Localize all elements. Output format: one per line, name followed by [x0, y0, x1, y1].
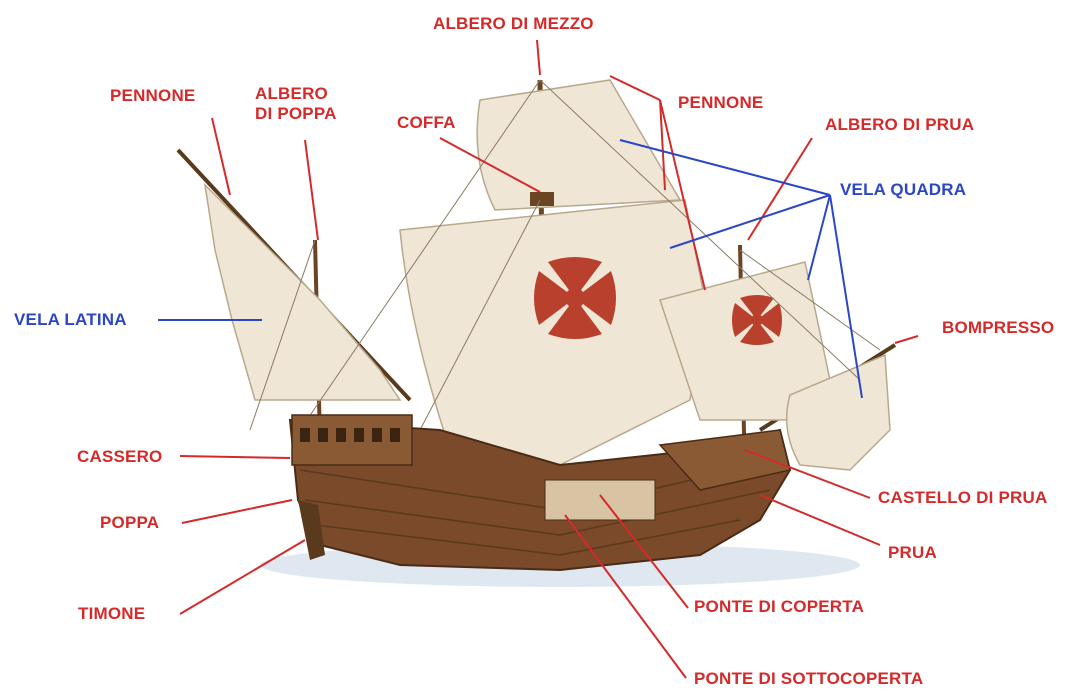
label-pennone-left: PENNONE: [110, 86, 196, 105]
rigging: [249, 79, 881, 431]
rudder: [298, 500, 325, 560]
label-albero-di-poppa-line1: ALBERO: [255, 84, 328, 103]
label-pennone-right: PENNONE: [678, 93, 764, 112]
main-sail-cross: [534, 257, 616, 339]
label-albero-di-poppa-line2: DI POPPA: [255, 104, 337, 123]
lateen-sail: [203, 182, 402, 401]
label-ponte-di-sottocoperta: PONTE DI SOTTOCOPERTA: [694, 669, 924, 688]
label-albero-di-mezzo: ALBERO DI MEZZO: [433, 14, 594, 33]
part-leader-lines: [179, 39, 919, 679]
sail-leader-lines: [158, 139, 863, 399]
crow-nest: [530, 192, 554, 206]
label-albero-di-prua: ALBERO DI PRUA: [825, 115, 975, 134]
label-bompresso: BOMPRESSO: [942, 318, 1055, 337]
forecastle: [658, 429, 791, 491]
label-prua: PRUA: [888, 543, 937, 562]
fore-sail-cross: [732, 295, 782, 345]
main-topsail: [476, 79, 682, 211]
label-castello-di-prua: CASTELLO DI PRUA: [878, 488, 1048, 507]
label-vela-latina: VELA LATINA: [14, 310, 127, 329]
label-coffa: COFFA: [397, 113, 456, 132]
label-timone: TIMONE: [78, 604, 146, 623]
sprit-sail: [785, 353, 891, 471]
stern-windows: [300, 428, 400, 442]
deck-cutaway: [544, 479, 656, 521]
label-cassero: CASSERO: [77, 447, 163, 466]
label-ponte-di-coperta: PONTE DI COPERTA: [694, 597, 865, 616]
label-vela-quadra: VELA QUADRA: [840, 180, 967, 199]
label-poppa: POPPA: [100, 513, 160, 532]
